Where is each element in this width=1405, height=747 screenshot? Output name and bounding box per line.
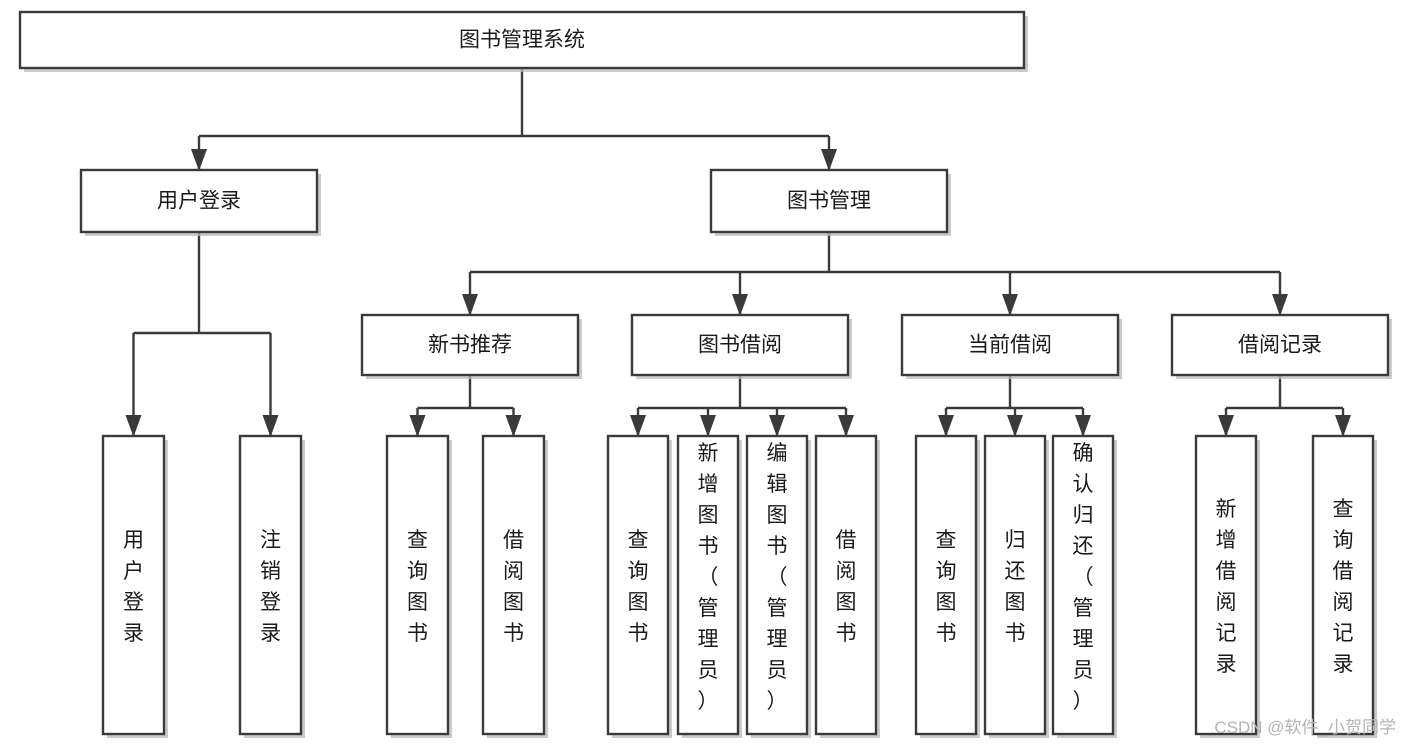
node-label: 确认归还（管理员） [1073,442,1094,713]
node-leaf-query-book-borrow[interactable]: 查询图书 [606,434,672,738]
arrow-head-icon [1218,415,1234,437]
node-rect[interactable] [983,434,1047,736]
connectors-layer [125,68,1351,437]
node-rect[interactable] [360,313,580,377]
csdn-watermark: CSDN @软件_小贺同学 [1214,718,1396,737]
node-leaf-user-login[interactable]: 用户登录 [101,434,168,738]
node-book-management[interactable]: 图书管理 [709,168,951,236]
node-rect[interactable] [101,434,166,736]
node-rect[interactable] [1051,434,1115,736]
arrow-head-icon [821,149,837,171]
node-label: 查询借阅记录 [1333,498,1354,676]
node-label: 图书借阅 [698,334,782,357]
node-rect[interactable] [606,434,670,736]
node-leaf-confirm-return-admin[interactable]: 确认归还（管理员） [1051,434,1117,738]
node-current-borrow[interactable]: 当前借阅 [900,313,1122,379]
node-leaf-query-book-current[interactable]: 查询图书 [914,434,980,738]
arrow-head-icon [125,415,142,437]
node-label: 用户登录 [123,529,144,645]
node-leaf-add-borrow-record[interactable]: 新增借阅记录 [1194,434,1260,738]
node-rect[interactable] [481,434,546,736]
node-rect[interactable] [630,313,850,377]
arrow-head-icon [732,294,748,316]
node-leaf-user-logout[interactable]: 注销登录 [238,434,305,738]
node-rect[interactable] [676,434,740,736]
arrow-head-icon [938,415,954,437]
arrow-head-icon [262,415,279,437]
node-label: 新增图书（管理员） [698,442,719,713]
node-borrow-record[interactable]: 借阅记录 [1170,313,1392,379]
arrow-head-icon [630,415,646,437]
arrow-head-icon [1007,415,1023,437]
node-rect[interactable] [1194,434,1258,736]
node-rect[interactable] [238,434,303,736]
node-book-borrow[interactable]: 图书借阅 [630,313,852,379]
node-label: 借阅图书 [836,529,857,645]
arrow-head-icon [462,294,478,316]
node-label: 归还图书 [1005,529,1026,645]
watermark-layer: CSDN @软件_小贺同学 [1214,718,1396,737]
node-label: 用户登录 [157,190,241,213]
arrow-head-icon [409,415,426,437]
arrow-head-icon [1335,415,1351,437]
node-label: 查询图书 [936,529,957,645]
node-user-login[interactable]: 用户登录 [79,168,321,236]
node-label: 查询图书 [407,529,428,645]
node-label: 新书推荐 [428,334,512,357]
node-leaf-borrow-book-recommend[interactable]: 借阅图书 [481,434,548,738]
arrow-head-icon [700,415,716,437]
arrow-head-icon [505,415,522,437]
node-new-book-recommend[interactable]: 新书推荐 [360,313,582,379]
node-label: 当前借阅 [968,334,1052,357]
node-label: 借阅记录 [1238,334,1322,357]
node-label: 借阅图书 [503,529,524,645]
node-rect[interactable] [709,168,949,234]
arrow-head-icon [1272,294,1288,316]
arrow-head-icon [191,149,207,171]
node-root[interactable]: 图书管理系统 [18,10,1028,72]
node-label: 图书管理系统 [459,29,585,52]
node-rect[interactable] [914,434,978,736]
node-leaf-query-book-recommend[interactable]: 查询图书 [385,434,452,738]
node-label: 查询图书 [628,529,649,645]
node-leaf-edit-book-admin[interactable]: 编辑图书（管理员） [745,434,811,738]
node-rect[interactable] [79,168,319,234]
node-rect[interactable] [900,313,1120,377]
arrow-head-icon [769,415,785,437]
node-rect[interactable] [745,434,809,736]
arrow-head-icon [838,415,854,437]
node-leaf-return-book[interactable]: 归还图书 [983,434,1049,738]
node-label: 编辑图书（管理员） [767,442,788,713]
arrow-head-icon [1075,415,1091,437]
node-label: 注销登录 [260,529,281,645]
node-rect[interactable] [1311,434,1375,736]
boxes-layer: 图书管理系统用户登录图书管理新书推荐图书借阅当前借阅借阅记录用户登录注销登录查询… [18,10,1392,738]
node-rect[interactable] [385,434,450,736]
node-rect[interactable] [1170,313,1390,377]
node-rect[interactable] [814,434,878,736]
arrow-head-icon [1002,294,1018,316]
node-rect[interactable] [18,10,1026,70]
node-label: 图书管理 [787,190,871,213]
node-label: 新增借阅记录 [1216,498,1237,676]
node-leaf-borrow-book[interactable]: 借阅图书 [814,434,880,738]
node-leaf-add-book-admin[interactable]: 新增图书（管理员） [676,434,742,738]
node-leaf-query-borrow-record[interactable]: 查询借阅记录 [1311,434,1377,738]
